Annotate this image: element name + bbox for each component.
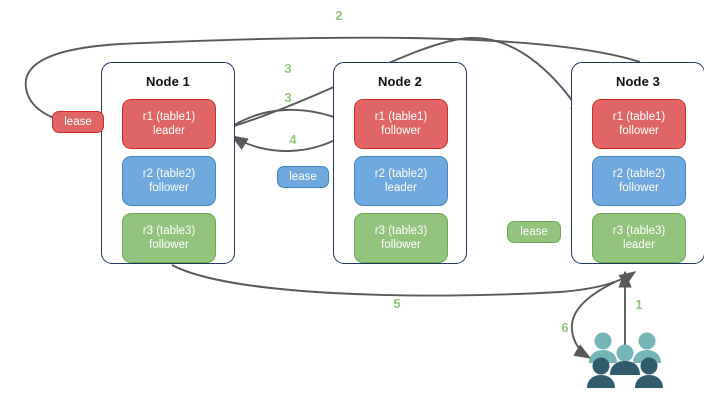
lease-badge-r2[interactable]: lease	[277, 166, 329, 188]
step-label-3-upper: 3	[284, 61, 292, 76]
replica-role: follower	[381, 125, 421, 137]
step-label-2: 2	[335, 8, 343, 23]
replica-node2-r3[interactable]: r3 (table3) follower	[354, 213, 448, 263]
replica-node3-r2[interactable]: r2 (table2) follower	[592, 156, 686, 206]
node-container-1[interactable]: Node 1 r1 (table1) leader r2 (table2) fo…	[101, 62, 235, 264]
replica-role: follower	[149, 239, 189, 251]
replica-name: r2 (table2)	[374, 168, 428, 180]
node-container-3[interactable]: Node 3 r1 (table1) follower r2 (table2) …	[571, 62, 704, 264]
edge-5-path	[171, 264, 637, 297]
replica-role: follower	[619, 125, 659, 137]
replica-node1-r1[interactable]: r1 (table1) leader	[122, 99, 216, 149]
replica-name: r3 (table3)	[374, 225, 428, 237]
lease-badge-r3[interactable]: lease	[507, 221, 561, 243]
step-label-1: 1	[635, 297, 643, 312]
replica-role: follower	[381, 239, 421, 251]
node-title-1: Node 1	[146, 74, 190, 89]
replica-name: r1 (table1)	[374, 111, 428, 123]
node-container-2[interactable]: Node 2 r1 (table1) follower r2 (table2) …	[333, 62, 467, 264]
replica-name: r2 (table2)	[612, 168, 666, 180]
replica-node1-r3[interactable]: r3 (table3) follower	[122, 213, 216, 263]
replica-role: leader	[623, 239, 655, 251]
step-label-6: 6	[561, 320, 569, 335]
replica-name: r2 (table2)	[142, 168, 196, 180]
node-title-2: Node 2	[378, 74, 422, 89]
replica-name: r3 (table3)	[612, 225, 666, 237]
step-label-5: 5	[393, 296, 401, 311]
replica-node3-r1[interactable]: r1 (table1) follower	[592, 99, 686, 149]
node-title-3: Node 3	[616, 74, 660, 89]
replica-role: leader	[385, 182, 417, 194]
replica-role: follower	[149, 182, 189, 194]
replica-role: leader	[153, 125, 185, 137]
lease-badge-r1[interactable]: lease	[52, 111, 104, 133]
replica-node1-r2[interactable]: r2 (table2) follower	[122, 156, 216, 206]
users-icon	[587, 332, 663, 388]
replica-name: r1 (table1)	[612, 111, 666, 123]
replica-name: r3 (table3)	[142, 225, 196, 237]
replica-name: r1 (table1)	[142, 111, 196, 123]
replica-node2-r1[interactable]: r1 (table1) follower	[354, 99, 448, 149]
replica-node2-r2[interactable]: r2 (table2) leader	[354, 156, 448, 206]
replica-node3-r3[interactable]: r3 (table3) leader	[592, 213, 686, 263]
step-label-3-lower: 3	[284, 90, 292, 105]
replica-role: follower	[619, 182, 659, 194]
step-label-4: 4	[289, 132, 297, 147]
